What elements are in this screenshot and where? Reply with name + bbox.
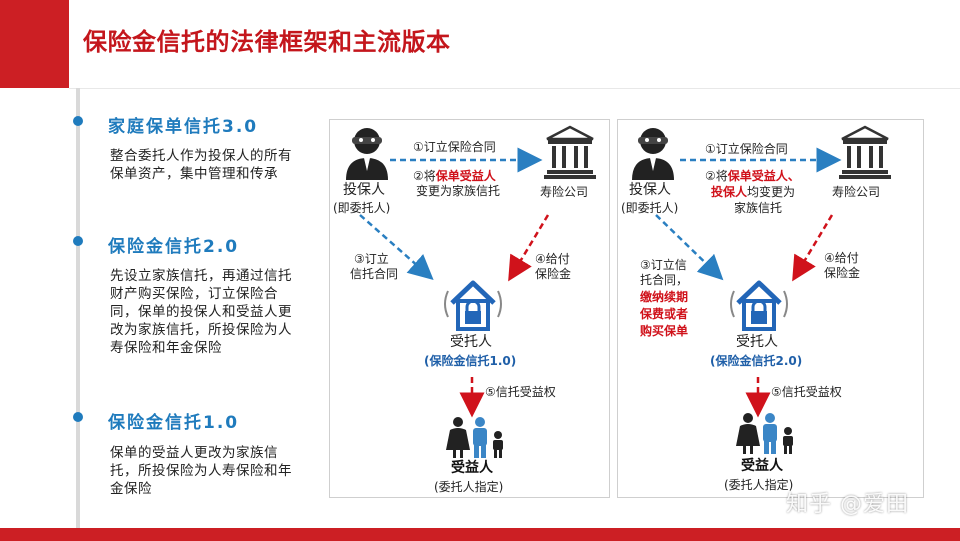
policyholder-icon (346, 128, 388, 180)
timeline-line (76, 88, 80, 528)
house-lock-icon (444, 280, 502, 331)
step2-label: ②将保单受益人、 (705, 169, 800, 183)
step2-label-end: 家族信托 (734, 201, 783, 215)
family-icon (446, 417, 503, 458)
diagram-arrows (359, 147, 550, 418)
step2-label-cont: 投保人均变更为 (711, 185, 796, 199)
section-body-3-0: 整合委托人作为投保人的所有保单资产，集中管理和传承 (110, 148, 292, 182)
step2-label-cont: 变更为家族信托 (416, 184, 501, 198)
insurer-label: 寿险公司 (540, 185, 589, 199)
beneficiary-note: (委托人指定) (724, 478, 794, 492)
title-divider (69, 88, 960, 89)
section-heading-2-0: 保险金信托2.0 (108, 237, 240, 257)
step4-label-cont: 保险金 (535, 267, 572, 281)
trustee-version-label: (保险金信托2.0) (710, 354, 803, 368)
family-icon (736, 413, 793, 454)
diagram-arrows (655, 147, 842, 418)
step4-label: ④给付 (824, 251, 859, 265)
beneficiary-note: (委托人指定) (434, 480, 504, 494)
step3-label: ③订立 (354, 252, 389, 266)
timeline-dot (73, 236, 83, 246)
policyholder-note: (即委托人) (333, 201, 391, 215)
beneficiary-label: 受益人 (451, 460, 493, 476)
diagram-panel-2-0: 投保人 (即委托人) 寿险公司 ①订立保险合同 ②将保单受益人、 投保人均变更为… (617, 119, 924, 498)
step4-label-cont: 保险金 (824, 266, 861, 280)
trustee-label: 受托人 (736, 334, 778, 350)
arrow-step3 (359, 214, 434, 280)
bank-icon (839, 125, 891, 179)
policyholder-icon (632, 128, 674, 180)
section-heading-3-0: 家庭保单信托3.0 (108, 117, 259, 137)
bank-icon (544, 125, 596, 179)
accent-block (0, 0, 69, 88)
step3-label: ③订立信 (640, 258, 687, 272)
trustee-version-label: (保险金信托1.0) (424, 354, 517, 368)
step2-label: ②将保单受益人 (413, 169, 496, 183)
arrow-step3 (655, 214, 724, 281)
policyholder-label: 投保人 (343, 182, 385, 198)
arrow-step4 (792, 214, 834, 282)
diagram-panel-1-0: 投保人 (即委托人) 寿险公司 ①订立保险合同 ②将保单受益人 变更为家族信托 … (329, 119, 610, 498)
step3-highlight-3: 购买保单 (640, 324, 689, 338)
watermark: 知乎 @爱田 (786, 492, 909, 517)
policyholder-label: 投保人 (629, 182, 671, 198)
house-lock-icon (730, 280, 788, 331)
section-body-2-0: 先设立家族信托，再通过信托财产购买保险，订立保险合同，保单的投保人和受益人更改为… (110, 268, 292, 356)
policyholder-note: (即委托人) (621, 201, 679, 215)
timeline-dot (73, 412, 83, 422)
step1-label: ①订立保险合同 (413, 140, 496, 154)
section-heading-1-0: 保险金信托1.0 (108, 413, 240, 433)
bottom-accent-bar (0, 528, 960, 541)
page-title: 保险金信托的法律框架和主流版本 (83, 28, 451, 56)
step5-label: ⑤信托受益权 (485, 385, 556, 399)
step5-label: ⑤信托受益权 (771, 385, 842, 399)
trustee-label: 受托人 (450, 334, 492, 350)
beneficiary-label: 受益人 (741, 458, 783, 474)
step1-label: ①订立保险合同 (705, 142, 788, 156)
arrow-step4 (508, 214, 550, 282)
step3-label-cont: 信托合同 (350, 267, 399, 281)
step4-label: ④给付 (535, 252, 570, 266)
step3-highlight-2: 保费或者 (640, 307, 689, 321)
step3-label-cont: 托合同， (640, 273, 689, 287)
insurer-label: 寿险公司 (832, 185, 881, 199)
step3-highlight-1: 缴纳续期 (640, 290, 689, 304)
timeline-dot (73, 116, 83, 126)
section-body-1-0: 保单的受益人更改为家族信托，所投保险为人寿保险和年金保险 (110, 445, 292, 497)
